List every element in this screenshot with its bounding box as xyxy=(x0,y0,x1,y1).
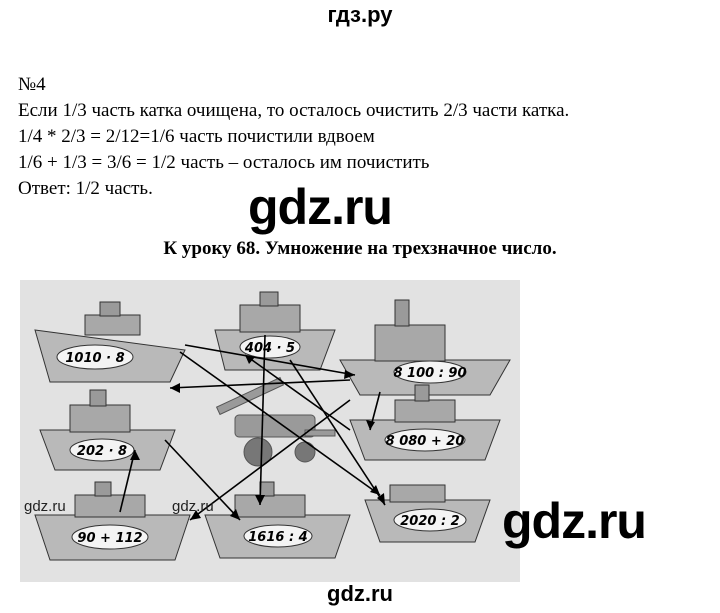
task-line-1: Если 1/3 часть катка очищена, то осталос… xyxy=(18,100,570,121)
ship-2: 404 · 5 xyxy=(214,291,336,371)
watermark-large: gdz.ru xyxy=(248,179,393,235)
task-answer: Ответ: 1/2 часть. xyxy=(18,178,153,199)
task-line-2: 1/4 * 2/3 = 2/12=1/6 часть почистили вдв… xyxy=(18,126,375,147)
ship-8-label: 2020 : 2 xyxy=(400,514,459,529)
task-line-3: 1/6 + 1/3 = 3/6 = 1/2 часть – осталось и… xyxy=(18,152,430,173)
cannon-icon xyxy=(215,376,336,467)
watermark-small-left: gdz.ru xyxy=(24,498,66,515)
watermark-small-center: gdz.ru xyxy=(172,498,214,515)
connection-arrows xyxy=(119,334,386,521)
ship-2-label: 404 · 5 xyxy=(244,341,295,356)
site-title: гдз.ру xyxy=(327,2,393,27)
arrow-heads xyxy=(130,355,385,520)
ship-4-label: 202 · 8 xyxy=(77,444,127,459)
ship-5: 8 080 + 20 xyxy=(349,384,501,461)
ship-1-label: 1010 · 8 xyxy=(65,351,124,366)
ship-3: 8 100 : 90 xyxy=(339,299,511,396)
task-block: №4 Если 1/3 часть катка очищена, то оста… xyxy=(18,72,569,202)
ship-7: 1616 : 4 xyxy=(204,481,351,559)
ship-6: 90 + 112 xyxy=(34,481,191,561)
ship-5-label: 8 080 + 20 xyxy=(386,434,465,449)
task-number: №4 xyxy=(18,74,46,95)
ship-6-label: 90 + 112 xyxy=(77,531,142,546)
ships-illustration: 1010 · 8 404 · 5 8 100 : 90 202 · 8 8 08… xyxy=(20,280,520,582)
watermark-large-bottom: gdz.ru xyxy=(502,493,647,549)
ship-7-label: 1616 : 4 xyxy=(248,530,307,545)
footer-watermark: gdz.ru xyxy=(327,581,393,606)
ship-1: 1010 · 8 xyxy=(34,301,186,383)
lesson-heading: К уроку 68. Умножение на трехзначное чис… xyxy=(163,238,557,259)
ship-8: 2020 : 2 xyxy=(364,484,491,543)
ship-3-label: 8 100 : 90 xyxy=(393,366,466,381)
ship-4: 202 · 8 xyxy=(39,389,176,471)
